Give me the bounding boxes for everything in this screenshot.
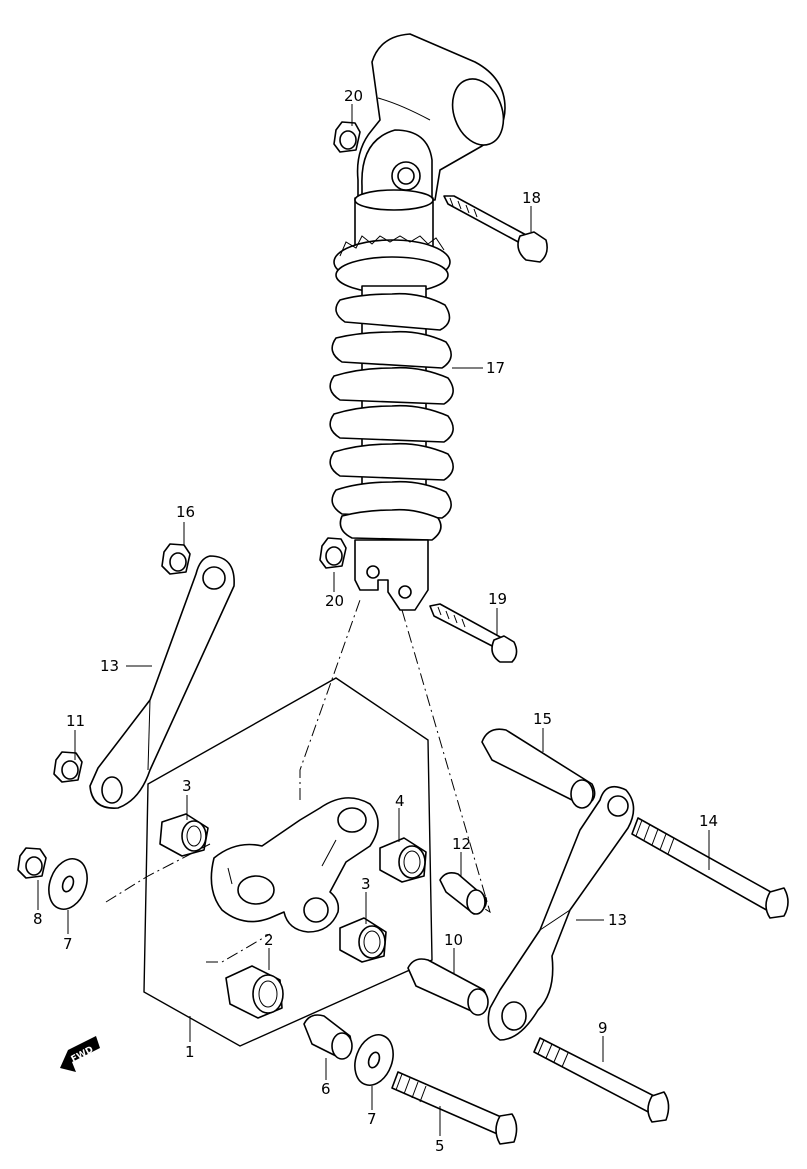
- nut-8: [17, 847, 47, 879]
- nut-20-lower: [319, 537, 347, 569]
- callout-8: 8: [33, 910, 43, 928]
- callout-3-left: 3: [182, 777, 192, 795]
- callout-7-bottom: 7: [367, 1110, 377, 1128]
- bearing-4: [379, 837, 427, 883]
- collar-15: [481, 728, 596, 809]
- callout-13-right: 13: [608, 911, 627, 929]
- front-arrow-icon: FWD: [60, 1036, 100, 1072]
- callout-13-left: 13: [100, 657, 119, 675]
- callout-6: 6: [321, 1080, 331, 1098]
- callout-4: 4: [395, 792, 405, 810]
- bolt-5: [391, 1071, 518, 1145]
- nut-20-upper: [333, 121, 361, 153]
- callout-7-left: 7: [63, 935, 73, 953]
- callout-16: 16: [176, 503, 195, 521]
- callout-leaders: [37, 104, 710, 1136]
- callout-1: 1: [185, 1043, 195, 1061]
- tie-rod-13-right: [487, 785, 635, 1041]
- bolt-18: [443, 195, 548, 263]
- nut-16: [161, 543, 191, 575]
- washer-7-bottom: [354, 1034, 394, 1086]
- callout-11: 11: [66, 712, 85, 730]
- bearing-2: [225, 965, 284, 1019]
- collar-10: [407, 958, 489, 1016]
- callout-14: 14: [699, 812, 718, 830]
- callout-20-lower: 20: [325, 592, 344, 610]
- callout-3-right: 3: [361, 875, 371, 893]
- rear-shock-absorber: [329, 33, 506, 611]
- washer-7-left: [48, 858, 88, 910]
- bolt-9: [533, 1037, 670, 1123]
- callout-9: 9: [598, 1019, 608, 1037]
- bolt-19: [429, 603, 518, 663]
- callout-10: 10: [444, 931, 463, 949]
- bearing-3-left: [159, 813, 209, 857]
- callout-2: 2: [264, 931, 274, 949]
- coil-spring: [329, 292, 454, 541]
- callout-5: 5: [435, 1137, 445, 1155]
- callout-12: 12: [452, 835, 471, 853]
- assembly-outline-1: [143, 677, 433, 1047]
- callout-labels: 20 18 17 16 20 19 13 11 15 3 4 14 12 3 1…: [33, 87, 718, 1155]
- callout-19: 19: [488, 590, 507, 608]
- callout-15: 15: [533, 710, 552, 728]
- callout-17: 17: [486, 359, 505, 377]
- bearing-3-right: [339, 917, 387, 963]
- bolt-14: [631, 817, 789, 919]
- callout-18: 18: [522, 189, 541, 207]
- nut-11: [53, 751, 83, 783]
- tie-rod-13-left: [89, 555, 235, 809]
- collar-6: [303, 1014, 353, 1060]
- callout-20-upper: 20: [344, 87, 363, 105]
- collar-12: [439, 872, 488, 915]
- cushion-lever: [210, 797, 379, 933]
